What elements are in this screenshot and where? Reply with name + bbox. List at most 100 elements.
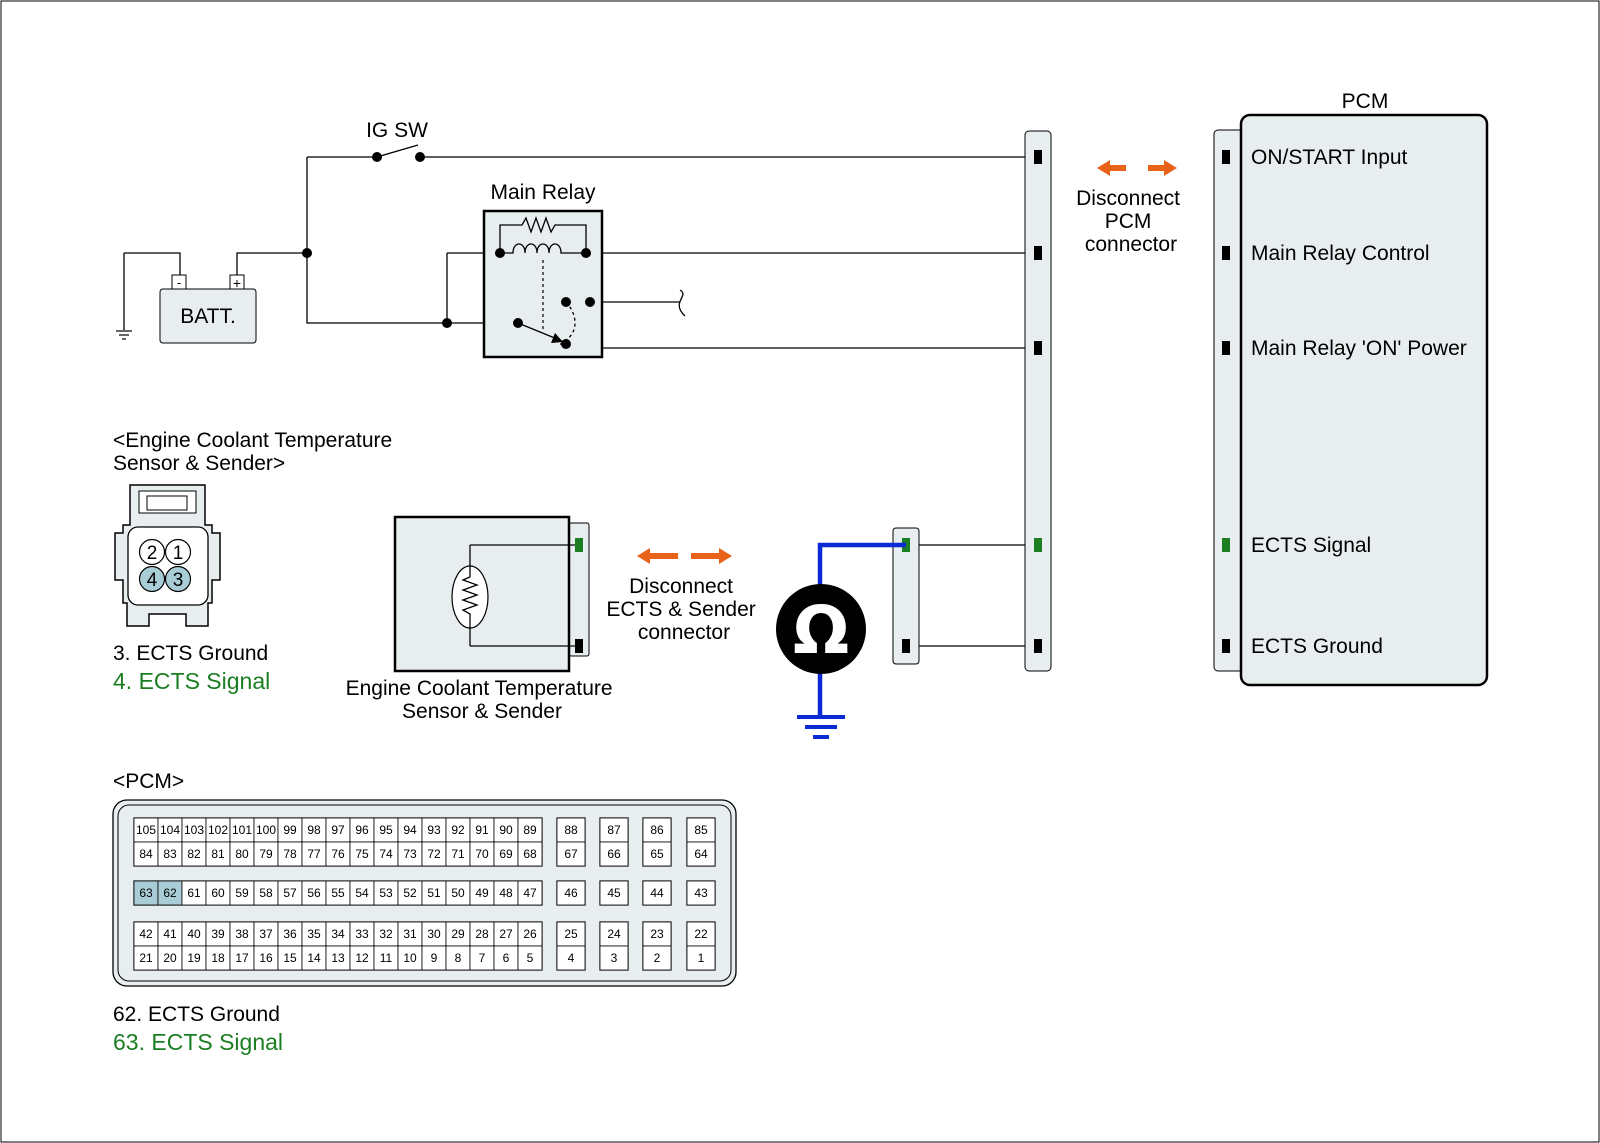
pcm-connector-pin (253, 841, 279, 867)
harness-pin (1034, 246, 1042, 260)
pcm-pin-number: 21 (139, 951, 153, 965)
pcm-pin-number: 64 (694, 847, 708, 861)
pcm-pin-number: 29 (451, 927, 465, 941)
pcm-pin-number: 45 (607, 886, 621, 900)
pcm-connector-pin (181, 945, 207, 971)
disconnect-pcm-label: Disconnect PCM connector (1076, 187, 1186, 256)
pcm-connector-pin (445, 817, 471, 843)
pcm-pin-number: 15 (283, 951, 297, 965)
pcm-pin-number: 48 (499, 886, 513, 900)
pcm-pin-number: 55 (331, 886, 345, 900)
ects-pin (164, 538, 192, 566)
ects-connector-view: <Engine Coolant Temperature Sensor & Sen… (113, 429, 398, 694)
battery-label: BATT. (180, 305, 236, 328)
pcm-pin-terminal (1222, 639, 1230, 653)
pcm-pin-number: 104 (160, 823, 180, 837)
ects-connector-title: <Engine Coolant Temperature Sensor & Sen… (113, 429, 398, 475)
pcm-pin-number: 68 (523, 847, 537, 861)
ects-note-signal: 4. ECTS Signal (113, 668, 270, 694)
junction-dot (302, 248, 312, 258)
sensor-pin-signal (575, 538, 583, 552)
pcm-connector-pin (599, 841, 629, 867)
ects-pin (138, 538, 166, 566)
pcm-connector-pin (686, 880, 716, 906)
pcm-pin-label: ECTS Ground (1251, 635, 1383, 658)
pcm-connector-pin (157, 841, 183, 867)
pcm-pin-number: 20 (163, 951, 177, 965)
pcm-pin-number: 73 (403, 847, 417, 861)
pcm-connector-pin (397, 880, 423, 906)
pcm-connector-pin (253, 880, 279, 906)
pcm-connector-pin (686, 921, 716, 947)
pcm-pin-number: 61 (187, 886, 201, 900)
pcm-connector-pin (277, 945, 303, 971)
pcm-pin-number: 30 (427, 927, 441, 941)
pcm-pin-label: ECTS Signal (1251, 534, 1371, 557)
sensor-pin-ground (575, 639, 583, 653)
pcm-connector-pin (445, 880, 471, 906)
pcm-connector-pin (599, 945, 629, 971)
battery-plus-terminal (229, 274, 245, 290)
main-relay-label: Main Relay (490, 181, 596, 204)
pcm-pin-number: 85 (694, 823, 708, 837)
pcm-pin-terminal (1222, 538, 1230, 552)
harness-pins (1034, 150, 1042, 653)
pcm-connector-pin (229, 945, 255, 971)
pcm-connector-pin (229, 817, 255, 843)
pcm-pin-number: 92 (451, 823, 465, 837)
pcm-pin-number: 75 (355, 847, 369, 861)
pcm-connector-pin (133, 841, 159, 867)
pcm-connector-pin (556, 945, 586, 971)
pcm-pin-number: 70 (475, 847, 489, 861)
battery: BATT. - + (116, 274, 257, 344)
pcm-pin-number: 27 (499, 927, 513, 941)
pcm-pin-number: 93 (427, 823, 441, 837)
pcm-pin-number: 49 (475, 886, 489, 900)
pcm-connector-pin (493, 921, 519, 947)
pcm-connector-pin (517, 945, 543, 971)
ects-pin (164, 565, 192, 593)
pcm-pin-number: 35 (307, 927, 321, 941)
pcm-connector-pin (556, 880, 586, 906)
pcm-pin-number: 18 (211, 951, 225, 965)
pcm-pin-number: 100 (256, 823, 276, 837)
ects-pin-number: 2 (147, 543, 158, 564)
pcm-pin-number: 26 (523, 927, 537, 941)
pcm-connector-pin (373, 921, 399, 947)
pcm-pin-number: 38 (235, 927, 249, 941)
pcm-pin-number: 36 (283, 927, 297, 941)
pcm-pin-number: 72 (427, 847, 441, 861)
pcm-pin-number: 37 (259, 927, 273, 941)
pcm-pin-number: 1 (698, 951, 705, 965)
pcm-pin-number: 83 (163, 847, 177, 861)
pcm-connector-pin (421, 817, 447, 843)
pcm-connector-pin (133, 817, 159, 843)
pcm-pin-number: 86 (650, 823, 664, 837)
ohmmeter: Ω (776, 542, 906, 739)
pcm-pin-number: 59 (235, 886, 249, 900)
pcm-connector-pin (556, 817, 586, 843)
pcm-pin-number: 66 (607, 847, 621, 861)
pcm-pin-number: 11 (380, 951, 393, 965)
pcm-pin-number: 40 (187, 927, 201, 941)
pcm-connector-pin (325, 945, 351, 971)
pcm-pin-number: 67 (564, 847, 578, 861)
pcm-connector-pin (421, 880, 447, 906)
pcm-pin-terminal (1222, 246, 1230, 260)
ohmmeter-icon (776, 584, 866, 674)
harness-pin (1034, 639, 1042, 653)
pcm-pin-number: 3 (611, 951, 618, 965)
pcm-connector-pin (686, 841, 716, 867)
pcm-connector-pin (301, 921, 327, 947)
pcm-pin-number: 52 (403, 886, 417, 900)
ects-sensor: Engine Coolant Temperature Sensor & Send… (346, 515, 613, 723)
pcm-connector-pin (469, 817, 495, 843)
pcm-pin-number: 94 (403, 823, 417, 837)
ects-pin-number: 3 (173, 570, 184, 591)
pcm-connector-pin (642, 817, 672, 843)
ig-switch: IG SW (366, 119, 428, 162)
pcm-connector-pin (205, 817, 231, 843)
pcm-pin-number: 14 (307, 951, 321, 965)
